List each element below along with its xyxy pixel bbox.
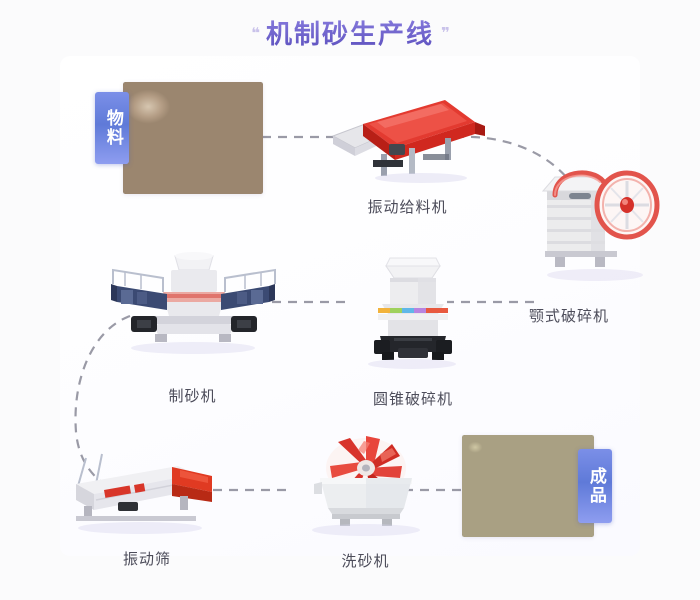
node-cone-crusher[interactable]: 圆锥破碎机	[338, 248, 488, 408]
sand-washer-caption: 洗砂机	[341, 552, 390, 570]
cone-crusher-icon	[368, 257, 456, 369]
node-vibrating-screen[interactable]: 振动筛	[62, 440, 232, 570]
node-finished-product[interactable]: 成品	[462, 435, 627, 545]
vibrating-screen-icon	[76, 453, 212, 534]
quote-close-icon: ❞	[441, 23, 450, 42]
badge-input-material: 物料	[95, 92, 129, 164]
jaw-crusher-icon	[541, 170, 660, 281]
node-sand-washer[interactable]: 洗砂机	[288, 432, 443, 572]
vibrating-feeder-icon	[331, 100, 485, 183]
page-title-text: 机制砂生产线	[266, 14, 434, 51]
badge-output-label: 成品	[585, 467, 606, 505]
badge-output-product: 成品	[578, 449, 612, 523]
raw-material-photo	[123, 82, 263, 194]
sand-making-machine-caption: 制砂机	[168, 387, 217, 405]
vibrating-feeder-caption: 振动给料机	[367, 198, 448, 216]
vibrating-screen-caption: 振动筛	[122, 550, 171, 568]
finished-product-texture	[462, 435, 594, 537]
jaw-crusher-caption: 颚式破碎机	[529, 307, 610, 325]
node-raw-material[interactable]: 物料	[95, 82, 265, 197]
node-jaw-crusher[interactable]: 颚式破碎机	[525, 165, 675, 325]
cone-crusher-caption: 圆锥破碎机	[372, 390, 453, 408]
sand-making-machine-icon	[111, 252, 276, 354]
quote-open-icon: ❝	[251, 23, 260, 42]
finished-product-photo	[462, 435, 594, 537]
badge-input-label: 物料	[102, 109, 123, 147]
sand-washer-icon	[312, 436, 420, 536]
node-sand-making-machine[interactable]: 制砂机	[105, 250, 280, 405]
page-title: ❝ 机制砂生产线 ❞	[0, 14, 700, 51]
raw-material-texture	[123, 82, 263, 194]
node-vibrating-feeder[interactable]: 振动给料机	[325, 88, 490, 223]
